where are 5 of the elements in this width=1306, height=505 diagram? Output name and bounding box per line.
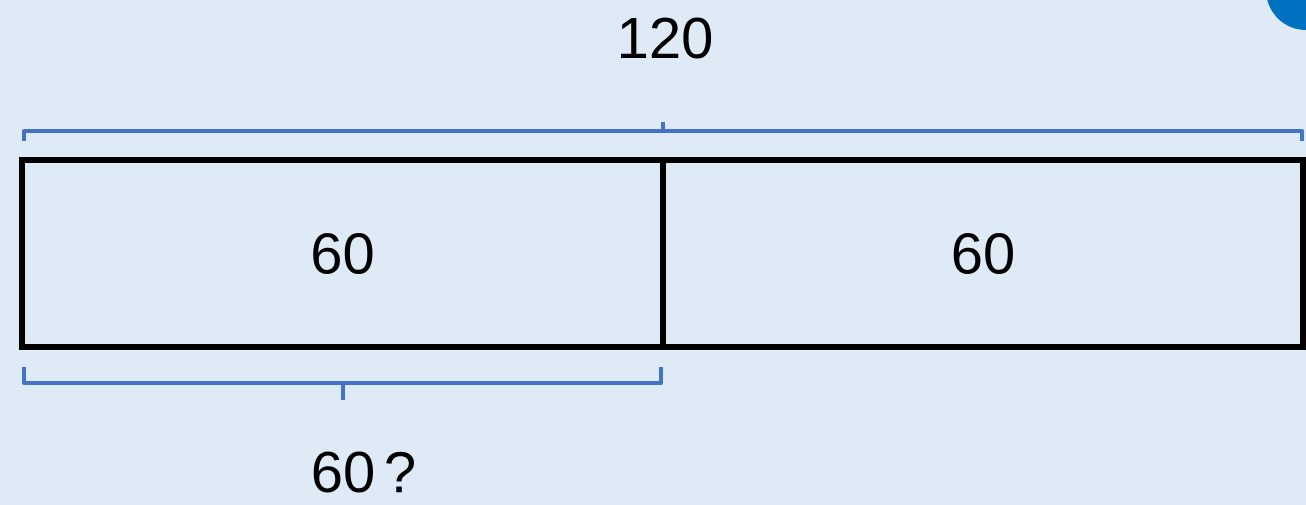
dimension-label: 60 (313, 451, 373, 493)
dimension-label: ? (386, 451, 414, 493)
dimension-label: 120 (621, 17, 712, 59)
bar-segment: 60 (19, 157, 666, 350)
bar-segment: 60 (660, 157, 1306, 350)
